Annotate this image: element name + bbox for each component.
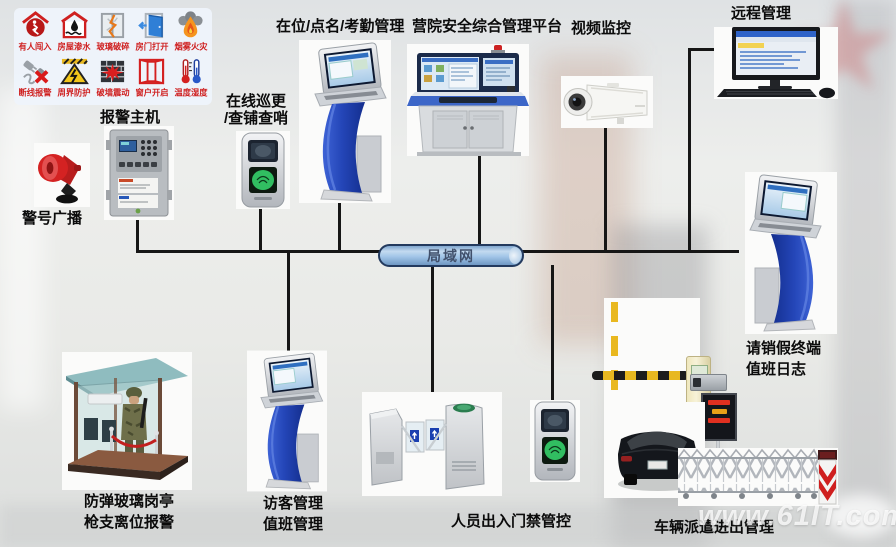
turnstile-gate: [362, 392, 502, 496]
alarm-type-label: 破墙震动: [96, 87, 130, 98]
bg-right-band: [836, 0, 896, 547]
led-display: [701, 393, 737, 441]
retractable-gate: [678, 448, 838, 506]
management-console: [407, 44, 529, 156]
wire-access-reader: [551, 265, 554, 403]
wire-alarm-host: [136, 216, 139, 253]
label-leave-line1: 请销假终端: [746, 340, 822, 357]
alarm-type-glass-break: 玻璃破碎: [94, 11, 133, 57]
alarm-type-label: 玻璃破碎: [96, 42, 130, 52]
label-siren: 警号广播: [22, 210, 83, 227]
label-remote: 远程管理: [731, 5, 792, 22]
label-attendance: 在位/点名/考勤管理: [276, 18, 405, 35]
alarm-type-label: 温度湿度: [174, 87, 208, 98]
wire-remote-up: [688, 48, 691, 253]
label-platform: 营院安全综合管理平台: [412, 18, 563, 35]
barrier-arm: [592, 371, 689, 380]
temp-humidity-icon: [181, 58, 201, 83]
label-patrol-line2: /查铺查哨: [224, 110, 289, 127]
wire-patrol: [259, 204, 262, 253]
alarm-type-label: 有人闯入: [18, 42, 52, 52]
glass-break-icon: [101, 12, 125, 39]
wire-console: [478, 154, 481, 246]
line-cut-alarm-icon: [23, 60, 49, 84]
label-booth-line1: 防弹玻璃岗亭: [84, 493, 175, 510]
window-open-icon: [139, 58, 165, 84]
wire-camera: [604, 126, 607, 253]
label-alarm-host: 报警主机: [100, 109, 161, 126]
alarm-type-label: 窗户开启: [135, 87, 169, 98]
label-visitor-line2: 值班管理: [263, 516, 324, 533]
lan-bus-cap: [509, 247, 521, 264]
lan-bus: 局域网: [378, 244, 524, 267]
guard-booth: [62, 352, 192, 490]
person-intrusion-icon: [21, 11, 49, 37]
alarm-type-door-open: 房门打开: [132, 11, 171, 57]
alarm-type-perimeter: 周界防护: [55, 57, 94, 103]
wall-vibration-icon: [101, 60, 125, 82]
alarm-type-wall-vibration: 破墙震动: [94, 57, 133, 103]
label-leave-line2: 值班日志: [746, 361, 807, 378]
alarm-type-label: 房门打开: [135, 42, 169, 52]
wire-left-bus: [136, 250, 380, 253]
label-access: 人员出入门禁管控: [451, 513, 572, 530]
alarm-type-intrusion: 有人闯入: [16, 11, 55, 57]
label-patrol-line1: 在线巡更: [226, 93, 287, 110]
alarm-type-line-cut: 断线报警: [16, 57, 55, 103]
alarm-type-label: 房屋渗水: [57, 42, 91, 52]
alarm-types-panel: 有人闯入 房屋渗水 玻璃破碎 房门打开: [14, 8, 212, 105]
led-row: [711, 409, 727, 414]
alarm-type-water-leak: 房屋渗水: [55, 11, 94, 57]
label-visitor-line1: 访客管理: [263, 495, 324, 512]
alarm-type-label: 烟雾火灾: [174, 42, 208, 52]
wire-attendance-kiosk: [338, 200, 341, 253]
water-leak-icon: [60, 11, 88, 39]
bg-left-light: [0, 90, 44, 410]
perimeter-protection-icon: [59, 57, 89, 84]
lane-dashed-line: [611, 302, 618, 494]
visitor-kiosk: [247, 350, 327, 492]
lan-label: 局域网: [427, 247, 475, 264]
wire-turnstile: [431, 265, 434, 395]
watermark: www.61IT.com: [698, 500, 896, 532]
label-cctv: 视频监控: [571, 20, 632, 37]
led-row: [708, 400, 730, 405]
access-fingerprint-reader: [530, 400, 580, 482]
leave-terminal-kiosk: [745, 172, 837, 334]
attendance-kiosk: [299, 40, 391, 203]
wire-right-bus: [521, 250, 739, 253]
cctv-camera: [561, 76, 653, 128]
siren-speaker-device: [34, 143, 90, 207]
led-row: [708, 418, 730, 423]
label-booth-line2: 枪支离位报警: [84, 514, 175, 531]
lpr-camera-lens: [693, 378, 701, 387]
patrol-fingerprint-reader: [236, 131, 290, 209]
alarm-type-temp-humidity: 温度湿度: [171, 57, 210, 103]
lpr-camera: [690, 374, 727, 391]
wire-visitor-kiosk: [287, 250, 290, 354]
remote-pc: [714, 27, 838, 99]
alarm-type-label: 周界防护: [57, 87, 91, 98]
smoke-fire-icon: [178, 11, 203, 38]
soldier-figure: [121, 387, 148, 465]
door-open-icon: [138, 12, 164, 39]
wire-remote-top: [688, 48, 716, 51]
alarm-type-window-open: 窗户开启: [132, 57, 171, 103]
label-vehicle: 车辆派遣进出管理: [654, 519, 775, 536]
alarm-type-label: 断线报警: [18, 87, 52, 98]
alarm-host-device: [104, 126, 174, 220]
alarm-type-smoke-fire: 烟雾火灾: [171, 11, 210, 57]
